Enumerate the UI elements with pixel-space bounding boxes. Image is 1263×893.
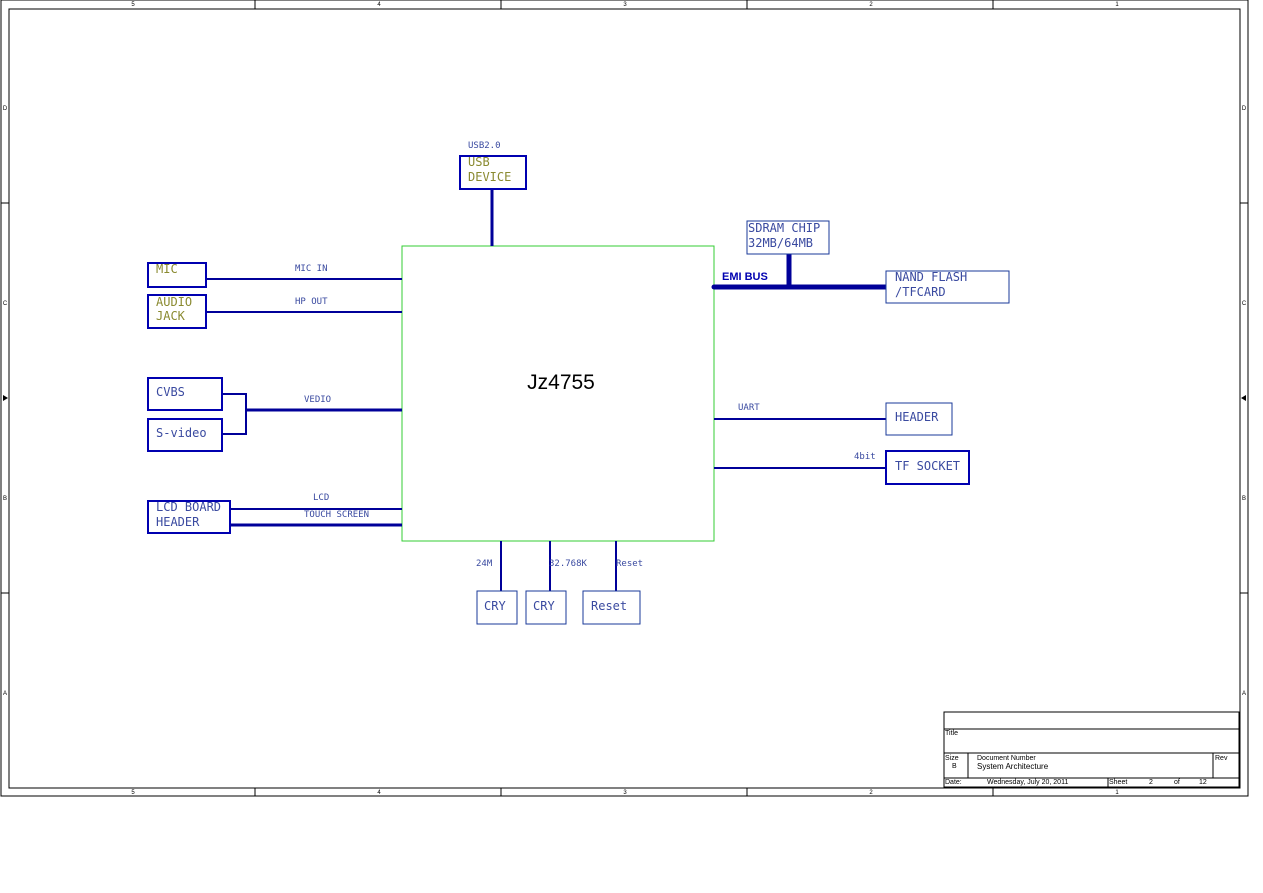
lcd-board-header-label: LCD BOARD [156,500,221,514]
net-label-24m: 24M [476,559,493,569]
net-label-uart: UART [738,403,760,413]
border-col-label: 5 [131,790,135,796]
tf-socket-label: TF SOCKET [895,459,960,473]
title-block-size-value: B [952,763,957,770]
title-block-docnum-value: System Architecture [977,762,1049,771]
wires [206,189,887,591]
chip-label: Jz4755 [527,371,595,394]
title-block-sheet-value: 2 [1149,779,1153,786]
border-row-label: C [1242,301,1247,307]
border-row-label: A [1242,691,1246,697]
cry-24m-block[interactable] [476,590,518,625]
mic-label: MIC [156,262,178,276]
net-label-lcd: LCD [313,493,329,503]
net-label-mic-in: MIC IN [295,264,328,274]
title-block-of-value: 12 [1199,779,1207,786]
border-row-label: B [3,496,7,502]
net-label-usb20: USB2.0 [468,141,501,151]
border-row-label: B [1242,496,1246,502]
lcd-board-header-label: HEADER [156,515,200,529]
svideo-label: S-video [156,426,207,440]
cvbs-block[interactable] [147,377,223,411]
border-col-label: 4 [377,2,381,8]
nand-flash-block[interactable] [885,270,1010,304]
net-label-emi-bus: EMI BUS [722,271,768,283]
sdram-chip-block[interactable] [746,220,830,255]
usb-device-label: USB [468,155,490,169]
jz4755-chip[interactable] [401,245,715,542]
nand-flash-label: /TFCARD [895,285,946,299]
border-row-label: D [1242,106,1247,112]
border-col-label: 3 [623,2,627,8]
audio-jack-label: AUDIO [156,295,192,309]
border-row-label: A [3,691,7,697]
border-col-label: 2 [869,2,873,8]
title-block [943,711,1240,788]
border-col-label: 4 [377,790,381,796]
title-block-date-label: Date: [945,779,962,786]
usb-device-label: DEVICE [468,170,511,184]
border-row-label: D [3,106,8,112]
title-block-rev-label: Rev [1215,755,1228,762]
border-zone-ticks [1,0,1248,796]
net-label-touch-screen: TOUCH SCREEN [304,510,369,520]
audio-jack-block[interactable] [147,294,207,329]
title-block-sheet-label: Sheet [1109,779,1127,786]
cry-24m-label: CRY [484,599,506,613]
border-col-label: 1 [1115,2,1119,8]
reset-label: Reset [591,599,627,613]
svideo-block[interactable] [147,418,223,452]
border-center-arrows [3,395,1246,401]
cvbs-label: CVBS [156,385,185,399]
border-col-label: 5 [131,2,135,8]
reset-block[interactable] [582,590,641,625]
net-label-hp-out: HP OUT [295,297,328,307]
header-block[interactable] [885,402,953,436]
border-col-label: 1 [1115,790,1119,796]
title-block-size-label: Size [945,755,959,762]
net-label-vedio: VEDIO [304,395,331,405]
title-block-date-value: Wednesday, July 20, 2011 [987,779,1068,786]
border-col-label: 2 [869,790,873,796]
emi-bus-junction [711,284,717,290]
net-label-4bit: 4bit [854,452,876,462]
sheet-border [0,0,1249,797]
title-block-of-label: of [1174,779,1180,786]
nand-flash-label: NAND FLASH [895,270,967,284]
lcd-board-header-block[interactable] [147,500,231,534]
header-label: HEADER [895,410,939,424]
title-block-title-label: Title [945,730,958,737]
net-label-reset: Reset [616,559,643,569]
mic-block[interactable] [147,262,207,288]
usb-device-block[interactable] [459,155,527,190]
border-row-label: C [3,301,8,307]
title-block-docnum-label: Document Number [977,755,1036,762]
cry-32k-label: CRY [533,599,555,613]
tf-socket-block[interactable] [885,450,970,485]
sdram-chip-label: 32MB/64MB [748,236,813,250]
video-merge-wire [222,393,247,435]
border-col-label: 3 [623,790,627,796]
cry-32k-block[interactable] [525,590,567,625]
audio-jack-label: JACK [156,309,186,323]
net-label-32k: 32.768K [549,559,588,569]
sdram-chip-label: SDRAM CHIP [748,221,820,235]
